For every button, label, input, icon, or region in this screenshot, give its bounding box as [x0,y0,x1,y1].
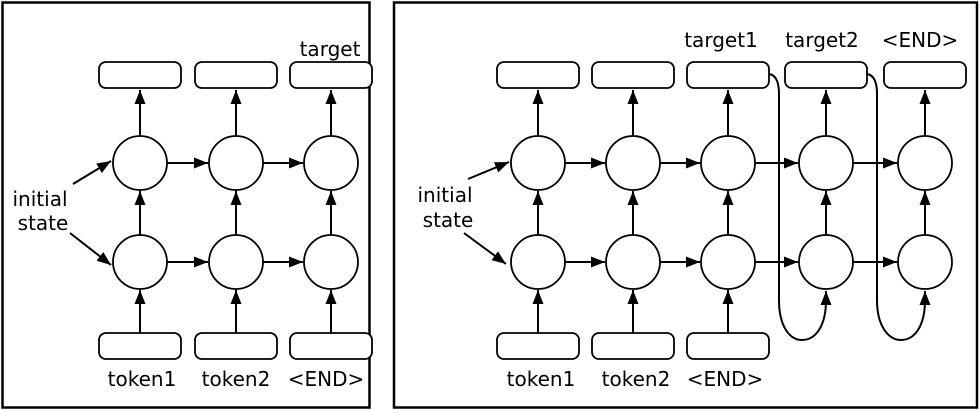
left-cell-top-1 [112,135,168,191]
right-input-box-2 [591,332,675,360]
left-token-label-3: <END> [288,367,365,391]
right-cell-top-5 [897,135,953,191]
right-token-label-3: <END> [687,367,764,391]
left-initial-arrow-bottom [69,232,112,266]
right-cell-bottom-1 [510,234,566,290]
left-cell-bottom-3 [303,234,359,290]
right-target-label-2: target2 [785,28,859,52]
left-initial-state-label-line2: state [18,211,69,235]
right-output-box-4 [784,61,868,89]
left-output-box-1 [98,61,182,89]
right-cell-bottom-3 [700,234,756,290]
right-initial-state-label-line1: initial [418,183,473,207]
left-panel-border [1,1,371,409]
left-input-box-2 [194,332,278,360]
right-cell-bottom-4 [798,234,854,290]
feedback-curve-2 [866,73,931,342]
left-output-box-3 [289,61,373,89]
right-output-box-1 [496,61,580,89]
left-token-label-1: token1 [108,367,177,391]
right-panel-border [392,1,979,409]
right-token-label-2: token2 [602,367,671,391]
right-cell-bottom-5 [897,234,953,290]
left-cell-top-3 [303,135,359,191]
right-cell-top-1 [510,135,566,191]
left-cell-top-2 [208,135,264,191]
left-initial-arrow-top [72,160,112,185]
right-cell-bottom-2 [605,234,661,290]
right-output-box-5 [883,61,967,89]
right-input-box-1 [496,332,580,360]
right-end-label: <END> [882,28,959,52]
right-output-box-2 [591,61,675,89]
left-cell-bottom-1 [112,234,168,290]
right-cell-top-4 [798,135,854,191]
right-initial-state-label-line2: state [423,208,474,232]
left-initial-state-label-line1: initial [13,187,68,211]
right-cell-top-3 [700,135,756,191]
right-initial-arrow-bottom [463,232,507,265]
right-initial-arrow-top [467,161,510,180]
left-target-label: target [300,37,361,61]
left-input-box-1 [98,332,182,360]
left-cell-bottom-2 [208,234,264,290]
feedback-curve-1 [768,73,832,342]
right-output-box-3 [686,61,770,89]
left-input-box-3 [289,332,373,360]
right-cell-top-2 [605,135,661,191]
right-target-label-1: target1 [684,28,758,52]
left-output-box-2 [194,61,278,89]
right-token-label-1: token1 [507,367,576,391]
left-token-label-2: token2 [202,367,271,391]
right-input-box-3 [686,332,770,360]
